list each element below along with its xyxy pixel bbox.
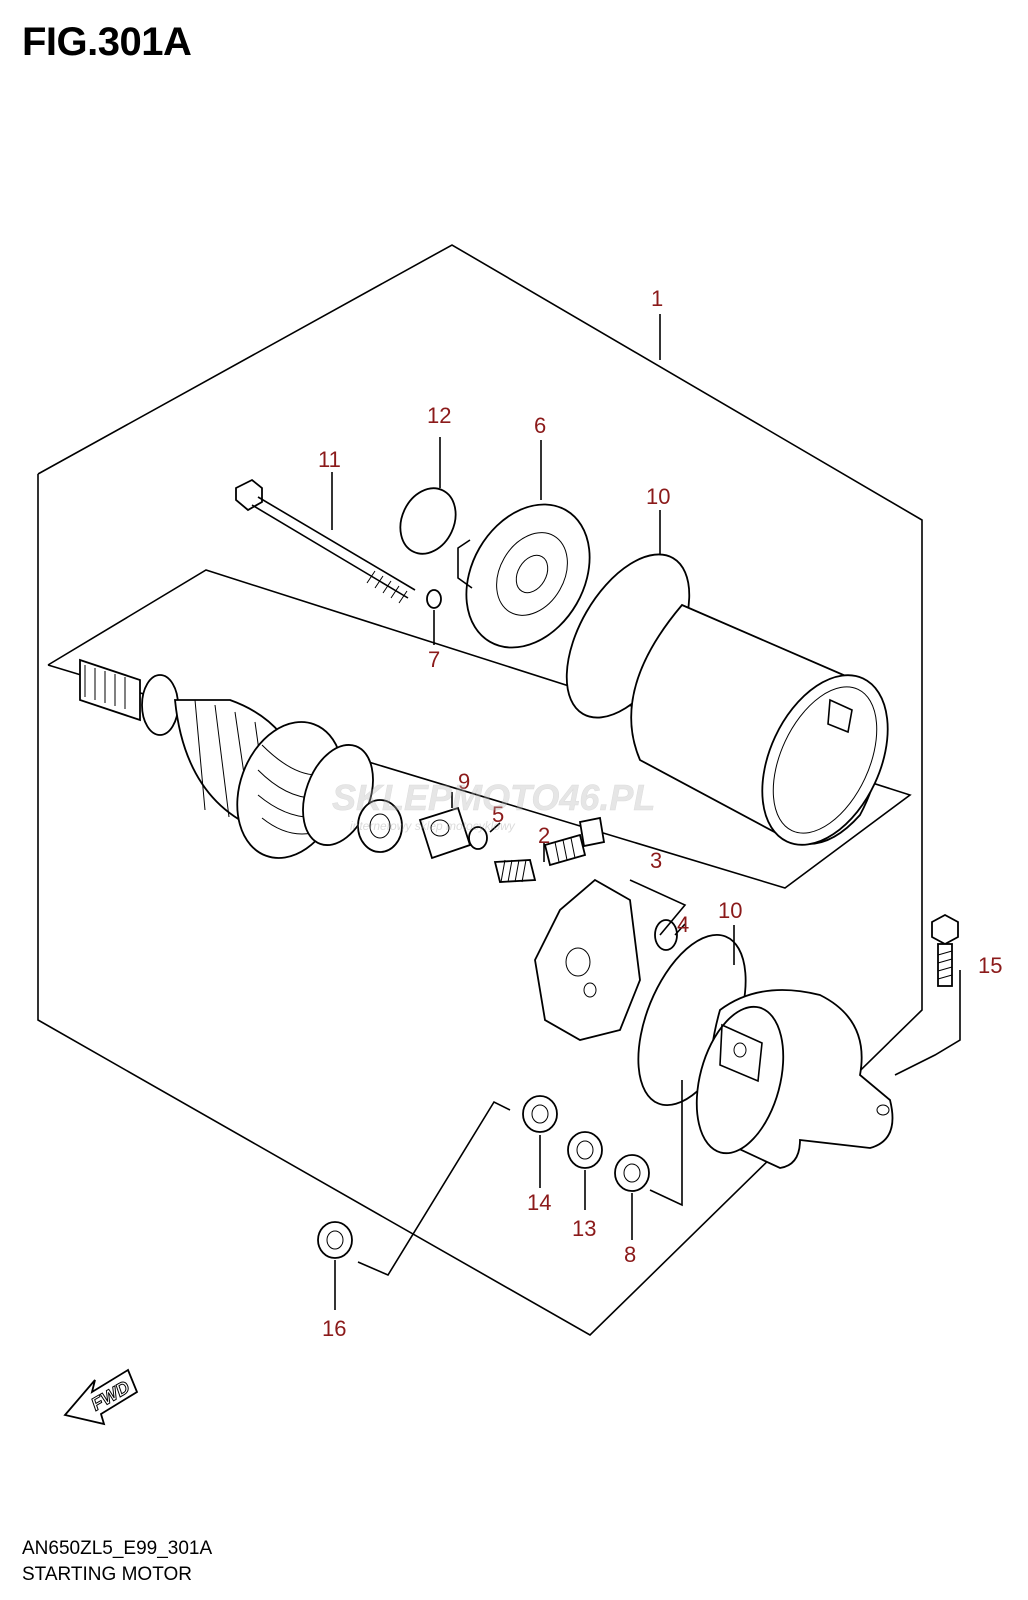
watermark: SKLEPMOTO46.PL internetowy sklep motocyk… bbox=[332, 777, 656, 833]
callout-16: 16 bbox=[322, 1316, 346, 1341]
part-11-through-bolt bbox=[235, 478, 416, 604]
callout-10-lower: 10 bbox=[718, 898, 742, 923]
part-4-bearing bbox=[654, 919, 678, 951]
part-16-nut bbox=[317, 1221, 353, 1259]
part-6-end-housing bbox=[457, 503, 591, 649]
callout-5: 5 bbox=[492, 802, 504, 827]
callout-11: 11 bbox=[318, 447, 341, 472]
callout-8: 8 bbox=[624, 1242, 636, 1267]
yoke-housing bbox=[630, 603, 889, 846]
callout-14: 14 bbox=[527, 1190, 551, 1215]
figure-code: AN650ZL5_E99_301A bbox=[22, 1538, 213, 1559]
callout-10-upper: 10 bbox=[646, 484, 670, 509]
part-12-o-ring bbox=[399, 487, 457, 555]
part-3-brush-holder bbox=[534, 878, 641, 1041]
leader-lines bbox=[331, 314, 961, 1310]
callout-1: 1 bbox=[651, 286, 663, 311]
part-13-nut bbox=[567, 1131, 603, 1169]
figure-name: STARTING MOTOR bbox=[22, 1564, 192, 1585]
callout-6: 6 bbox=[534, 413, 546, 438]
assembly-outline bbox=[37, 244, 923, 1336]
part-15-bolt bbox=[931, 913, 959, 987]
callout-15: 15 bbox=[978, 953, 1002, 978]
part-14-nut bbox=[522, 1095, 558, 1133]
callout-13: 13 bbox=[572, 1216, 596, 1241]
figure-title: FIG.301A bbox=[22, 20, 192, 64]
end-cover bbox=[695, 989, 894, 1169]
callout-7: 7 bbox=[428, 647, 440, 672]
part-7-o-ring bbox=[426, 589, 442, 609]
callout-12: 12 bbox=[427, 403, 451, 428]
part-5-washer bbox=[468, 826, 488, 850]
part-8-washer bbox=[614, 1154, 650, 1192]
callout-3: 3 bbox=[650, 848, 662, 873]
callout-9: 9 bbox=[458, 769, 470, 794]
callout-2: 2 bbox=[538, 823, 550, 848]
armature bbox=[79, 658, 403, 859]
watermark-tagline: internetowy sklep motocyklowy bbox=[350, 819, 516, 833]
callout-4: 4 bbox=[677, 912, 689, 937]
watermark-brand: SKLEPMOTO46.PL bbox=[332, 777, 655, 818]
part-2-brush-springs bbox=[493, 816, 606, 883]
inner-outline bbox=[47, 569, 912, 889]
fwd-arrow: FWD bbox=[63, 1368, 139, 1426]
